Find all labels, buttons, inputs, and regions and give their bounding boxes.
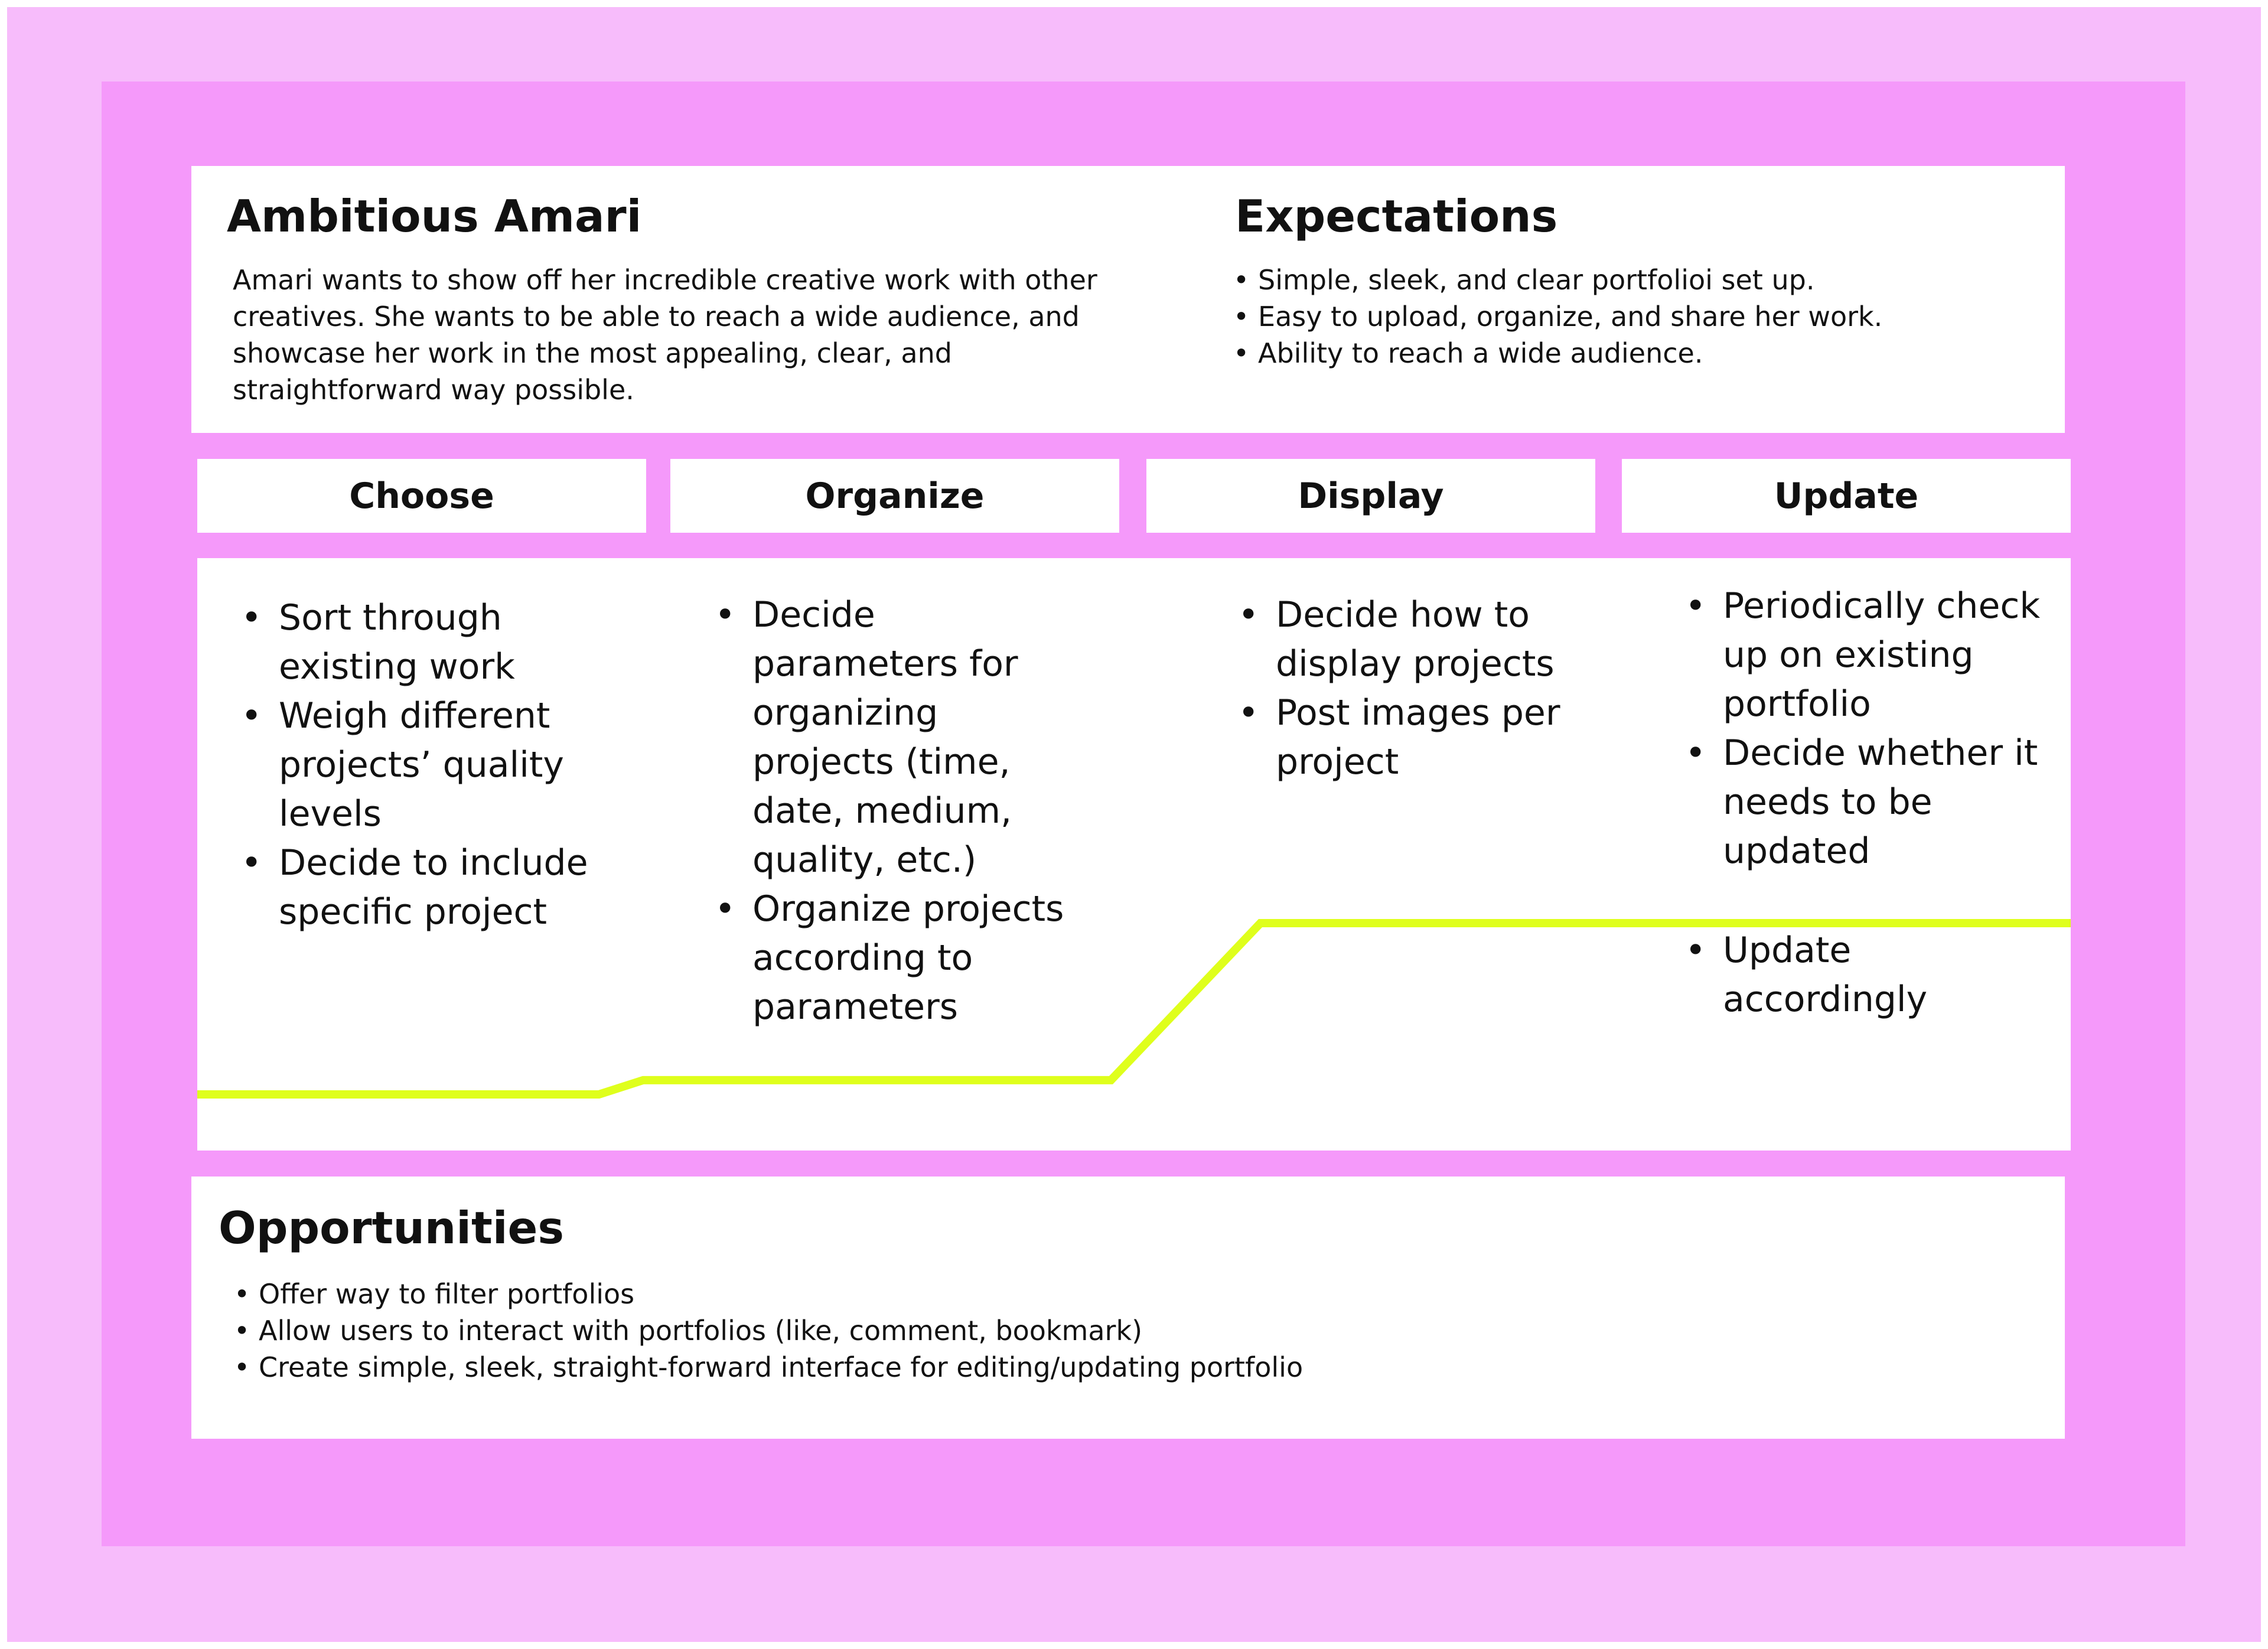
action-item: Organize projects according to parameter… xyxy=(712,885,1090,1032)
action-item: Decide parameters for organizing project… xyxy=(712,591,1090,885)
persona-description: Amari wants to show off her incredible c… xyxy=(233,264,1097,406)
stage-header-display: Display xyxy=(1146,459,1595,533)
journey-line xyxy=(197,919,2071,1099)
action-item: Decide how to display projects xyxy=(1236,591,1566,689)
stage-actions-update: Periodically check up on existing portfo… xyxy=(1683,582,2055,876)
stage-header-organize: Organize xyxy=(670,459,1119,533)
journey-panel: Sort through existing work Weigh differe… xyxy=(197,558,2071,1151)
persona-card: Ambitious Amari Amari wants to show off … xyxy=(191,166,2065,433)
opportunities-list: Offer way to filter portfolios Allow use… xyxy=(234,1276,1303,1386)
action-item: Decide whether it needs to be updated xyxy=(1683,729,2055,876)
opportunity-item: Offer way to filter portfolios xyxy=(234,1276,1303,1312)
opportunities-card: Opportunities Offer way to filter portfo… xyxy=(191,1177,2065,1439)
expectations-list: Simple, sleek, and clear portfolioi set … xyxy=(1233,262,1882,371)
expectation-item: Easy to upload, organize, and share her … xyxy=(1233,298,1882,335)
action-item: Post images per project xyxy=(1236,689,1566,787)
expectation-item: Ability to reach a wide audience. xyxy=(1233,335,1882,371)
opportunities-title: Opportunities xyxy=(219,1202,565,1254)
stage-actions-update-after: Update accordingly xyxy=(1683,926,2055,1024)
stage-actions-choose: Sort through existing work Weigh differe… xyxy=(239,594,593,937)
journey-line-path xyxy=(197,919,2071,1099)
action-item: Sort through existing work xyxy=(239,594,593,692)
expectation-item: Simple, sleek, and clear portfolioi set … xyxy=(1233,262,1882,298)
stage-actions-display: Decide how to display projects Post imag… xyxy=(1236,591,1566,787)
stage-header-choose: Choose xyxy=(197,459,646,533)
expectations-title: Expectations xyxy=(1235,190,1558,242)
persona-name: Ambitious Amari xyxy=(227,190,642,242)
action-item: Decide to include specific project xyxy=(239,839,593,937)
stage-actions-organize: Decide parameters for organizing project… xyxy=(712,591,1090,1032)
action-item: Weigh different projects’ quality levels xyxy=(239,692,593,839)
stage-header-update: Update xyxy=(1622,459,2071,533)
opportunity-item: Allow users to interact with portfolios … xyxy=(234,1312,1303,1349)
opportunity-item: Create simple, sleek, straight-forward i… xyxy=(234,1349,1303,1386)
action-item: Update accordingly xyxy=(1683,926,2055,1024)
action-item: Periodically check up on existing portfo… xyxy=(1683,582,2055,729)
